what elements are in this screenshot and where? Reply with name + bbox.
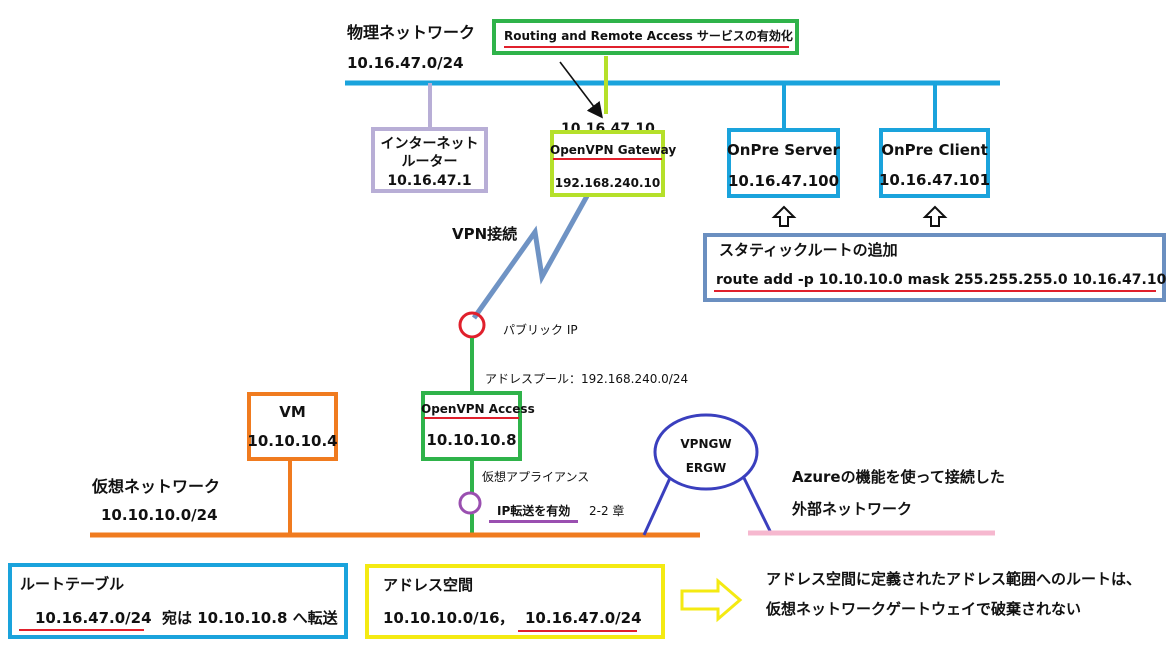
internet-router-ip: 10.16.47.1 bbox=[387, 173, 472, 189]
virtual-network-subnet: 10.10.10.0/24 bbox=[101, 506, 218, 524]
virtual-network-title: 仮想ネットワーク bbox=[92, 477, 221, 496]
rras-underline bbox=[504, 46, 789, 48]
access-name-underline bbox=[424, 417, 519, 419]
rras-box bbox=[492, 19, 799, 55]
vm-name: VM bbox=[279, 403, 306, 421]
address-space-range2: 10.16.47.0/24 bbox=[525, 609, 642, 627]
gateway-name-underline bbox=[553, 158, 662, 160]
static-route-underline bbox=[714, 290, 1156, 292]
azure-note-line2: 外部ネットワーク bbox=[792, 500, 913, 518]
ip-forward-circle bbox=[458, 491, 482, 515]
vm-ip: 10.10.10.4 bbox=[247, 432, 338, 450]
route-table-rest: 宛は 10.10.10.8 へ転送 bbox=[162, 609, 338, 627]
note-right-arrow bbox=[680, 577, 743, 623]
rras-arrow bbox=[559, 61, 603, 119]
address-space-range1: 10.10.10.0/16 bbox=[383, 609, 500, 627]
address-space-title: アドレス空間 bbox=[383, 576, 474, 594]
gateway-name: OpenVPN Gateway bbox=[550, 143, 677, 157]
vpn-connection-bolt bbox=[471, 194, 590, 320]
public-ip-circle bbox=[458, 311, 486, 339]
ip-forwarding-label: IP転送を有効 bbox=[497, 504, 571, 518]
route-table-dest: 10.16.47.0/24 bbox=[35, 609, 152, 627]
physical-network-subnet: 10.16.47.0/24 bbox=[347, 54, 464, 72]
vpngw-line2: ERGW bbox=[685, 461, 727, 475]
onpre-server-box bbox=[727, 128, 840, 198]
internet-router-line2: ルーター bbox=[401, 154, 458, 170]
access-name: OpenVPN Access bbox=[421, 402, 535, 416]
vpngw-right-leg bbox=[742, 477, 774, 536]
rras-label: Routing and Remote Access サービスの有効化 bbox=[504, 29, 793, 43]
address-pool-label: アドレスプール：192.168.240.0/24 bbox=[485, 372, 689, 386]
static-route-title: スタティックルートの追加 bbox=[719, 241, 898, 259]
ip-forwarding-underline bbox=[489, 520, 578, 523]
virtual-appliance-label: 仮想アプライアンス bbox=[482, 470, 590, 484]
onpre-client-ip: 10.16.47.101 bbox=[879, 171, 991, 189]
vm-box bbox=[247, 392, 338, 461]
route-table-underline bbox=[19, 629, 144, 631]
note-line2: 仮想ネットワークゲートウェイで破棄されない bbox=[766, 600, 1082, 618]
gateway-inner-ip: 192.168.240.10 bbox=[554, 176, 661, 190]
note-line1: アドレス空間に定義されたアドレス範囲へのルートは、 bbox=[766, 570, 1142, 588]
address-space-sep: ， bbox=[499, 609, 515, 627]
onpre-server-name: OnPre Server bbox=[727, 141, 840, 159]
vpngw-line1: VPNGW bbox=[680, 437, 732, 451]
route-table-box bbox=[8, 563, 348, 639]
server-up-arrow bbox=[771, 205, 797, 227]
public-ip-label: パブリック IP bbox=[503, 323, 578, 337]
address-space-underline bbox=[518, 630, 637, 632]
internet-router-box bbox=[371, 127, 488, 193]
onpre-client-name: OnPre Client bbox=[881, 141, 988, 159]
gateway-box bbox=[550, 130, 665, 197]
physical-network-title: 物理ネットワーク bbox=[347, 23, 476, 42]
access-ip: 10.10.10.8 bbox=[426, 431, 517, 449]
onpre-server-ip: 10.16.47.100 bbox=[727, 172, 840, 190]
ip-forwarding-chapter: 2-2 章 bbox=[589, 504, 625, 518]
vpngw-left-leg bbox=[642, 477, 672, 536]
route-table-title: ルートテーブル bbox=[20, 575, 125, 593]
onpre-client-box bbox=[879, 128, 990, 198]
access-box bbox=[421, 391, 522, 461]
client-up-arrow bbox=[922, 205, 948, 227]
vpn-connection-label: VPN接続 bbox=[452, 225, 518, 243]
internet-router-line1: インターネット bbox=[380, 136, 479, 152]
vpngw-ellipse bbox=[653, 413, 759, 491]
address-space-box bbox=[365, 564, 665, 639]
azure-note-line1: Azureの機能を使って接続した bbox=[792, 468, 1005, 486]
static-route-command: route add -p 10.10.10.0 mask 255.255.255… bbox=[716, 272, 1167, 288]
